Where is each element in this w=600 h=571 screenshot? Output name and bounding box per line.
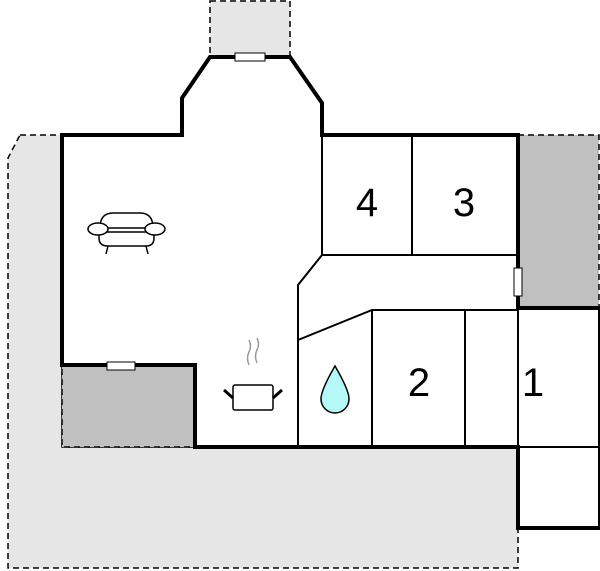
window-top — [234, 52, 266, 62]
room-3-label: 3 — [453, 181, 475, 225]
chimney-area — [209, 0, 291, 58]
window-right — [513, 267, 523, 297]
inner-walls — [297, 135, 600, 448]
cooking-pot-icon — [223, 337, 283, 411]
right-annex — [517, 134, 600, 309]
room-4-label: 4 — [356, 181, 378, 225]
water-drop-icon — [320, 364, 350, 414]
room-1-label: 1 — [522, 361, 544, 405]
left-annex — [61, 364, 196, 448]
window-left — [106, 361, 136, 371]
room-2-label: 2 — [408, 361, 430, 405]
sofa-icon — [87, 212, 166, 255]
